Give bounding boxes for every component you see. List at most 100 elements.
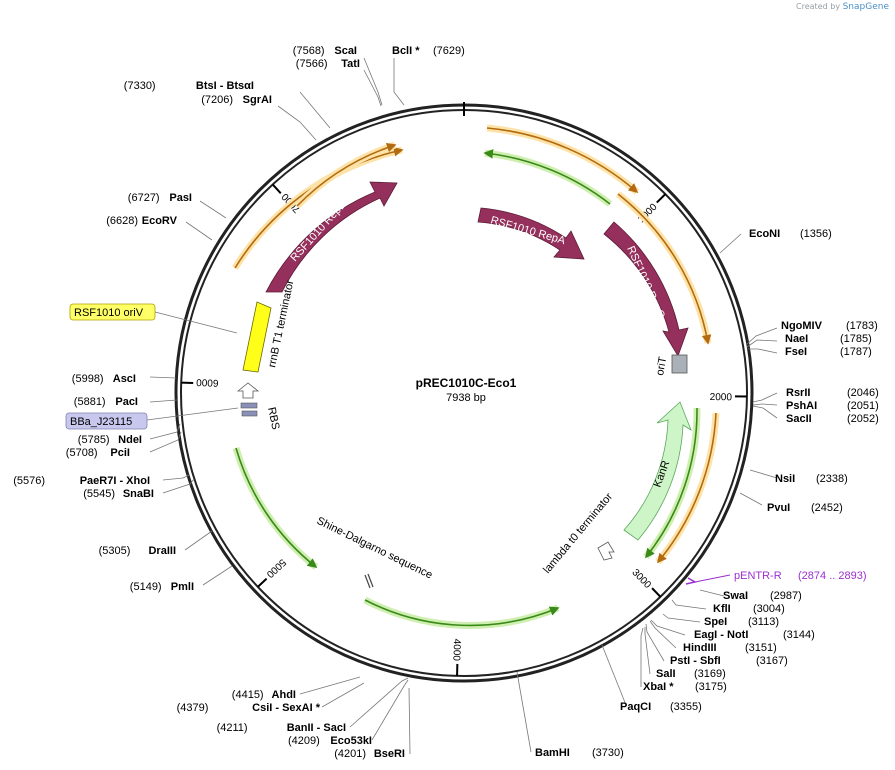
credit-prefix: Created by — [796, 2, 841, 11]
site-pos-left-10: (5576) — [13, 475, 45, 487]
site-pos-left-11: (5545) — [83, 488, 115, 500]
site-name-2: NgoMIV — [781, 320, 823, 332]
site-name-left-10: PaeR7I - XhoI — [80, 475, 150, 487]
pentr-primer-mark — [685, 577, 698, 585]
repa-arrow — [477, 207, 585, 260]
rbs-label: RBS — [265, 406, 281, 431]
site-name-13: EagI - NotI — [694, 629, 748, 641]
site-pos-1: (1356) — [800, 228, 832, 240]
green-arc-left — [235, 447, 318, 568]
site-pos-left-9: (5708) — [66, 447, 98, 459]
orange-arc-lower-right — [656, 412, 717, 564]
plasmid-length: 7938 bp — [446, 392, 486, 404]
kanr-arrow — [623, 401, 692, 541]
pentr-label: pENTR-R — [734, 570, 782, 582]
orange-arc-top-right — [486, 127, 639, 194]
green-arc-top — [483, 149, 611, 205]
orit-label: oriT — [654, 356, 669, 377]
site-name-left-9: PciI — [110, 447, 130, 459]
site-pos-left-5: (6628) — [106, 215, 138, 227]
site-pos-10: (2987) — [770, 590, 802, 602]
site-name-15: PstI - SbfI — [670, 655, 721, 667]
site-pos-12: (3113) — [748, 616, 779, 628]
site-pos-left-3: (7206) — [201, 94, 233, 106]
site-pos-9: (2452) — [811, 502, 843, 514]
site-pos-left-15: (4379) — [177, 702, 209, 714]
site-pos-left-16: (4211) — [217, 722, 248, 734]
site-name-left-1: TatI — [341, 58, 360, 70]
site-name-left-12: DraIII — [148, 545, 176, 557]
tick-mark-3000 — [651, 587, 662, 598]
lambda-terminator-label: lambda t0 terminator — [541, 491, 615, 576]
green-arc-bottom — [364, 599, 560, 627]
site-pos-left-13: (5149) — [130, 581, 162, 593]
site-pos-16: (3169) — [694, 668, 726, 680]
site-name-left-16: BanII - SacI — [287, 722, 346, 734]
site-name-left-14: AhdI — [272, 689, 296, 701]
bba-leader — [146, 407, 239, 421]
site-pos-left-7: (5881) — [74, 396, 106, 408]
site-name-11: KflI — [713, 603, 731, 615]
tick-label-4000: 4000 — [450, 639, 462, 662]
site-name-left-11: SnaBI — [123, 488, 154, 500]
site-name-left-17: Eco53kI — [330, 735, 372, 747]
plasmid-name: pREC1010C-Eco1 — [416, 376, 517, 390]
site-name-19: BamHI — [535, 747, 570, 759]
lambda-terminator-arrow — [597, 541, 615, 561]
site-name-12: SpeI — [704, 616, 727, 628]
site-pos-left-4: (6727) — [128, 192, 160, 204]
snapgene-logo: SnapGene — [842, 2, 889, 12]
promoter-arrow-left — [236, 382, 260, 399]
site-pos-3: (1785) — [840, 333, 872, 345]
site-pos-left-1: (7566) — [296, 58, 328, 70]
tick-mark-7000 — [271, 183, 282, 195]
tick-label-2000: 2000 — [710, 392, 733, 403]
oriv-leader — [154, 311, 238, 334]
site-name-16: SalI — [656, 668, 676, 680]
site-name-left-8: NdeI — [118, 434, 142, 446]
bba-label-box — [65, 412, 148, 430]
site-pos-left-2: (7330) — [124, 80, 156, 92]
site-pos-left-6: (5998) — [72, 373, 104, 385]
site-name-left-5: EcoRV — [142, 215, 178, 227]
site-pos-18: (3355) — [670, 701, 702, 713]
restriction-site-labels: BclI *(7629)EcoNI(1356)NgoMIV(1783)NaeI(… — [13, 45, 879, 760]
site-name-6: PshAI — [786, 400, 817, 412]
bba-promoter-mark — [240, 402, 258, 409]
site-name-left-18: BseRI — [374, 748, 405, 760]
site-pos-13: (3144) — [783, 629, 815, 641]
site-name-17: XbaI * — [643, 681, 674, 693]
tick-label-3000: 3000 — [630, 567, 654, 591]
tick-mark-5000 — [257, 577, 268, 588]
snapgene-credit: Created by SnapGene — [796, 2, 889, 12]
orit-box — [671, 354, 688, 374]
tick-label-5000: 5000 — [264, 556, 288, 580]
site-name-left-7: PacI — [115, 396, 138, 408]
site-name-9: PvuI — [767, 502, 790, 514]
shine-dalgarno-mark — [364, 574, 371, 589]
green-arc-left-glow — [232, 447, 319, 570]
orange-arc-top-left-outer-glow — [232, 146, 403, 270]
site-name-8: NsiI — [775, 473, 795, 485]
site-name-left-0: ScaI — [334, 45, 357, 57]
shine-dalgarno-mark-2 — [367, 573, 374, 588]
site-pos-left-8: (5785) — [78, 434, 110, 446]
site-pos-7: (2052) — [847, 413, 879, 425]
site-pos-4: (1787) — [840, 346, 872, 358]
repb-arrow — [265, 181, 398, 293]
oriv-block — [242, 301, 272, 373]
site-name-7: SacII — [786, 413, 812, 425]
pentr-leader — [694, 574, 731, 583]
site-pos-15: (3167) — [756, 655, 788, 667]
site-name-left-13: PmlI — [171, 581, 194, 593]
site-name-left-15: CsiI - SexAI * — [252, 702, 321, 714]
site-name-4: FseI — [785, 346, 807, 358]
tick-label-6000: 6000 — [196, 376, 219, 388]
site-pos-left-17: (4209) — [288, 735, 320, 747]
site-leaders — [149, 57, 778, 755]
site-pos-19: (3730) — [592, 747, 624, 759]
site-name-left-4: PasI — [169, 192, 192, 204]
orange-arc-top-left-inner — [296, 142, 397, 207]
orange-arc-top-left-outer — [234, 147, 404, 269]
